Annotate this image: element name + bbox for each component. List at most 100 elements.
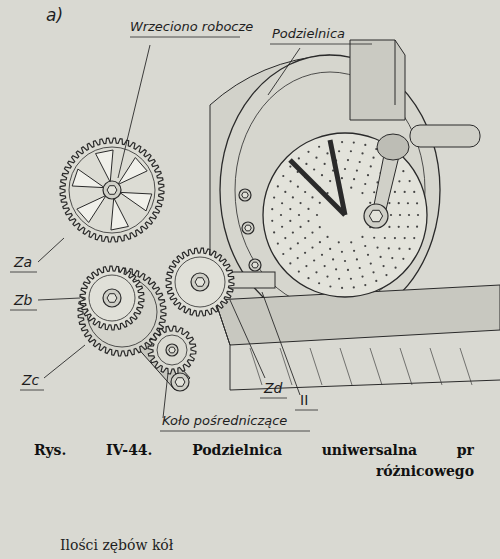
plate-hole [341, 141, 343, 143]
plate-hole [297, 257, 299, 259]
plate-hole [375, 280, 377, 282]
plate-hole [347, 269, 349, 271]
plate-hole [407, 226, 409, 228]
plate-hole [315, 271, 317, 273]
top-block [350, 40, 405, 120]
label-underline [295, 410, 318, 411]
hub [249, 259, 261, 271]
plate-hole [297, 242, 299, 244]
plunger [410, 125, 480, 147]
plate-hole [402, 258, 404, 260]
plate-hole [326, 275, 328, 277]
plate-hole [297, 186, 299, 188]
plate-hole [284, 237, 286, 239]
plate-hole [350, 150, 352, 152]
plate-hole [289, 180, 291, 182]
plate-hole [292, 196, 294, 198]
plate-hole [409, 248, 411, 250]
plate-hole [271, 208, 273, 210]
plate-hole [289, 208, 291, 210]
plate-hole [316, 214, 318, 216]
plate-hole [390, 214, 392, 216]
leader-line [163, 373, 168, 418]
plate-hole [332, 258, 334, 260]
index-plate [263, 133, 427, 297]
hatch [430, 348, 442, 385]
plate-hole [347, 159, 349, 161]
plate-hole [321, 174, 323, 176]
plate-hole [341, 177, 343, 179]
gear-spoke-gap [72, 169, 104, 188]
idler-gear [148, 326, 196, 374]
plate-hole [329, 248, 331, 250]
plate-hole [356, 258, 358, 260]
hub [171, 373, 189, 391]
plate-hole [359, 267, 361, 269]
plate-hole [353, 286, 355, 288]
plate-hole [364, 144, 366, 146]
plate-hole [282, 175, 284, 177]
plate-hole [416, 226, 418, 228]
body-text: Ilości zębów kół [60, 538, 173, 553]
label-underline [160, 431, 310, 432]
plate-hole [307, 277, 309, 279]
plate-hole [289, 262, 291, 264]
nut [175, 378, 185, 387]
nut [369, 210, 382, 221]
plate-hole [304, 191, 306, 193]
plate-hole [416, 202, 418, 204]
plate-hole [407, 202, 409, 204]
leader-line [38, 238, 64, 262]
part-label: Koło pośredniczące [162, 414, 287, 428]
plate-hole [311, 232, 313, 234]
gear-label: Za [14, 255, 32, 270]
plate-hole [319, 202, 321, 204]
gear-spoke-gap [111, 198, 128, 230]
gear-label: Zc [22, 373, 39, 388]
gear-spoke-gap [77, 195, 106, 222]
plate-hole [326, 152, 328, 154]
plate-hole [281, 202, 283, 204]
plate-hole [388, 247, 390, 249]
gear-spoke-gap [120, 192, 152, 211]
label-underline [10, 272, 37, 273]
gear-zd-rim [175, 257, 225, 307]
hatch [400, 348, 412, 385]
plate-hole [372, 157, 374, 159]
plate-hole [307, 220, 309, 222]
leader-line [262, 292, 300, 395]
hatch [370, 348, 382, 385]
gear-label: Zd [264, 381, 282, 396]
plate-hole [398, 180, 400, 182]
label-underline [10, 310, 37, 311]
plate-hole [277, 243, 279, 245]
plate-hole [370, 165, 372, 167]
hub [191, 273, 209, 291]
plate-hole [398, 226, 400, 228]
plate-hole [277, 185, 279, 187]
plate-hole [311, 196, 313, 198]
plate-hole [350, 278, 352, 280]
plate-hole [367, 174, 369, 176]
plate-hole [338, 150, 340, 152]
plate-hole [394, 237, 396, 239]
shaft-label: II [300, 393, 308, 408]
plate-hole [361, 192, 363, 194]
plate-hole [324, 265, 326, 267]
plate-hole [380, 256, 382, 258]
plate-hole [273, 196, 275, 198]
plate-hole [417, 214, 419, 216]
hub [364, 204, 388, 228]
plate-hole [298, 214, 300, 216]
plate-hole [370, 262, 372, 264]
plate-hole [298, 270, 300, 272]
label-underline [130, 37, 240, 38]
hub [166, 344, 178, 356]
plate-hole [373, 191, 375, 193]
plate-hole [329, 180, 331, 182]
outline [395, 40, 396, 105]
plate-hole [315, 157, 317, 159]
hatch [310, 348, 322, 385]
plate-hole [404, 237, 406, 239]
plate-hole [398, 202, 400, 204]
